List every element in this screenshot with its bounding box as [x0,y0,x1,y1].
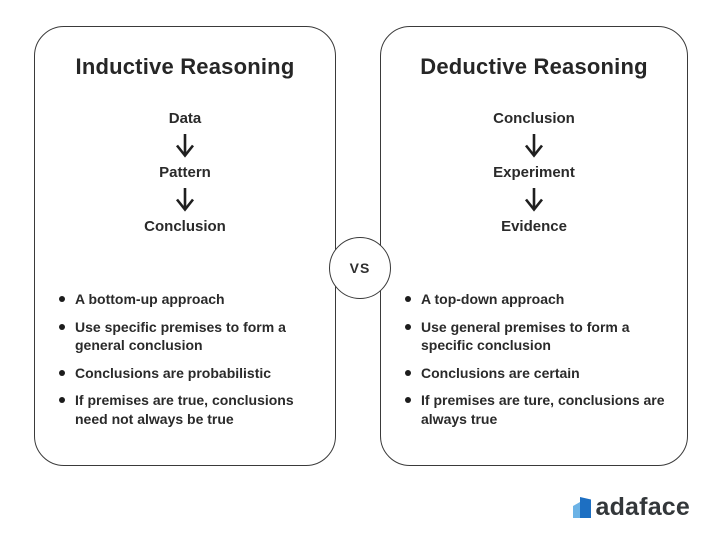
bullet-item: Conclusions are certain [405,364,675,383]
flow-step-experiment: Experiment [493,164,575,181]
panel-inductive-title: Inductive Reasoning [75,54,295,79]
bullet-item: A bottom-up approach [59,290,323,309]
flow-step-evidence: Evidence [501,218,567,235]
down-arrow-icon [524,188,544,212]
adaface-logo: adaface [573,495,690,520]
vs-badge-label: VS [349,260,371,276]
flow-step-pattern: Pattern [159,164,211,181]
flow-step-conclusion: Conclusion [493,110,575,127]
bullet-text: Use specific premises to form a general … [75,318,286,354]
down-arrow-icon [175,134,195,158]
bullet-item: Use specific premises to form a general … [59,318,323,355]
adaface-logo-text: adaface [595,493,690,521]
bullet-text: Conclusions are probabilistic [75,364,272,381]
bullet-text: Conclusions are certain [421,364,580,381]
bullet-text: Use general premises to form a specific … [421,318,630,354]
vs-badge: VS [329,237,391,299]
panel-inductive: Inductive Reasoning Data Pattern Conclus… [34,26,336,466]
bullet-dot-icon [59,323,65,330]
down-arrow-icon [524,134,544,158]
flow-diagram-inductive: Data Pattern Conclusion [35,110,335,236]
bullet-item: If premises are ture, conclusions are al… [405,391,675,428]
bullet-item: If premises are true, conclusions need n… [59,391,323,428]
bullet-text: If premises are ture, conclusions are al… [421,392,665,427]
panel-deductive: Deductive Reasoning Conclusion Experimen… [380,26,688,466]
bullet-dot-icon [59,397,65,403]
bullet-item: Use general premises to form a specific … [405,318,675,355]
bullet-item: Conclusions are probabilistic [59,364,323,383]
bullet-dot-icon [405,296,411,302]
bullet-dot-icon [59,296,65,302]
bullet-text: A bottom-up approach [75,291,225,307]
flow-diagram-deductive: Conclusion Experiment Evidence [381,110,687,236]
bullet-dot-icon [405,323,411,330]
bullet-list-deductive: A top-down approach Use general premises… [405,290,675,437]
bar-chart-icon [573,497,592,518]
panel-deductive-title: Deductive Reasoning [420,54,648,79]
down-arrow-icon [175,188,195,212]
bullet-dot-icon [59,369,65,376]
flow-step-conclusion: Conclusion [144,218,226,235]
bullet-text: If premises are true, conclusions need n… [75,392,294,427]
bullet-item: A top-down approach [405,290,675,309]
flow-step-data: Data [168,110,202,127]
bullet-list-inductive: A bottom-up approach Use specific premis… [59,290,323,437]
bullet-text: A top-down approach [421,291,565,307]
bullet-dot-icon [405,369,411,376]
bullet-dot-icon [405,397,411,403]
